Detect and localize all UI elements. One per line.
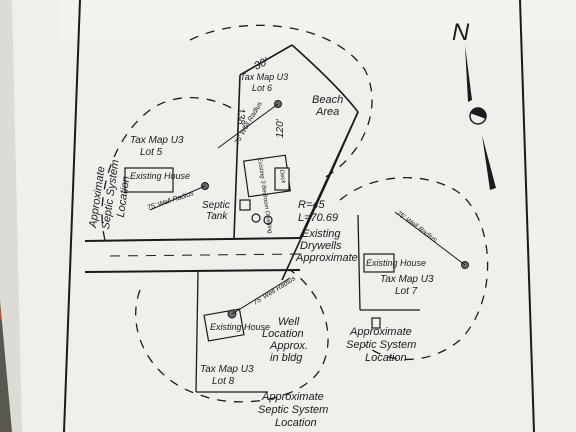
well-location-label-3: Approx.: [269, 340, 308, 352]
well-location-label-1: Well: [278, 316, 300, 328]
existing-house-lot8: Existing House: [210, 322, 270, 332]
lot5-label-1: Tax Map U3: [130, 135, 184, 146]
road-lines: [84, 237, 301, 273]
lot6-parcel: [233, 44, 359, 239]
house-lot7: [363, 253, 395, 273]
house-lot5: [124, 167, 174, 193]
lot6-label-2: Lot 6: [252, 83, 272, 93]
well-location-label-2: Location: [262, 328, 304, 340]
dashed-radius-circles: [101, 24, 489, 403]
deck-label: Deck: [278, 169, 286, 184]
radius-arc-lot6: [189, 24, 373, 181]
small-structure: [371, 317, 381, 329]
beach-area-label-2: Area: [315, 106, 339, 118]
beach-area-label-1: Beach: [312, 94, 343, 106]
lot6-label-1: Tax Map U3: [240, 72, 288, 82]
lot7-parcel: [357, 214, 420, 311]
drywells-label-1: Existing: [302, 228, 341, 240]
north-arrow: N: [452, 19, 496, 190]
lot7-label-1: Tax Map U3: [380, 274, 434, 285]
radius-arc-lot5: [101, 96, 236, 241]
drywells: [251, 213, 273, 225]
houses: [124, 154, 395, 342]
septic-tank-label-2: Tank: [206, 211, 228, 222]
drywells-label-2: Drywells: [300, 240, 342, 252]
lot8-parcel: [195, 271, 268, 393]
dim-138: 138': [235, 108, 246, 128]
north-label: N: [452, 19, 470, 46]
svg-text:Location: Location: [115, 175, 133, 218]
dim-30: 30': [252, 55, 271, 72]
septic-right-label-3: Location: [365, 352, 407, 364]
septic-tank-label-1: Septic: [202, 200, 230, 211]
radius-arc-lot7: [339, 177, 489, 361]
curve-length: L=70.69: [298, 212, 338, 224]
deck: [274, 167, 290, 191]
drywells-label-3: Approximate: [295, 252, 358, 264]
existing-house-lot5: Existing House: [130, 171, 190, 181]
dim-120: 120': [275, 118, 286, 138]
lot8-label-1: Tax Map U3: [200, 364, 254, 375]
lot7-label-2: Lot 7: [395, 286, 418, 297]
septic-tank-box: [239, 199, 251, 211]
page-border-right: [519, 0, 535, 432]
property-line: [281, 174, 331, 281]
existing-house-lot7: Existing House: [366, 258, 426, 268]
septic-right-label-1: Approximate: [349, 326, 412, 338]
septic-bottom-label-2: Septic System: [258, 404, 328, 416]
paper-highlight: [60, 0, 576, 40]
well-location-label-4: in bldg: [270, 352, 303, 364]
septic-bottom-label-1: Approximate: [261, 391, 324, 403]
page-border-left: [63, 0, 81, 432]
septic-right-label-2: Septic System: [346, 339, 416, 351]
septic-bottom-label-3: Location: [275, 417, 317, 429]
well-radius-lines: [149, 103, 466, 315]
lot5-label-2: Lot 5: [140, 147, 163, 158]
curve-radius: R=45: [298, 199, 325, 211]
lot8-label-2: Lot 8: [212, 376, 235, 387]
paper-sheet: [12, 0, 576, 432]
